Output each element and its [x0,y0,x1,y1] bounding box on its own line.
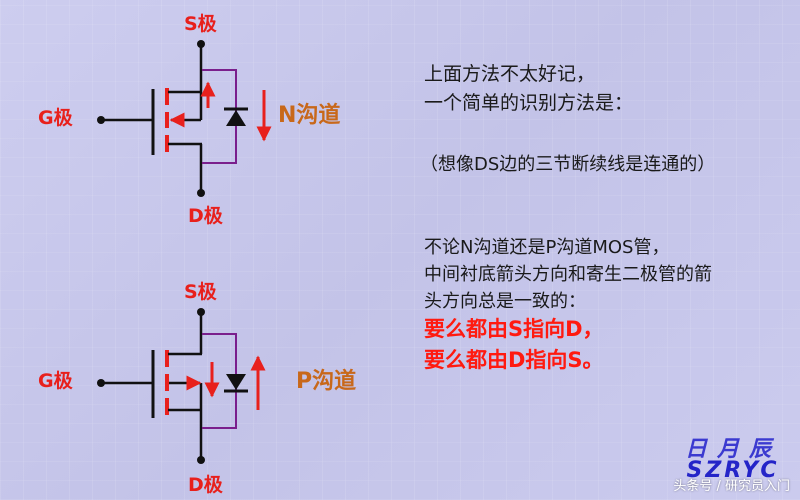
pmos-source-label: S极 [184,280,218,303]
intro-paragraph: 上面方法不太好记， 一个简单的识别方法是： [424,60,633,118]
nmos-gate-label: G极 [38,106,74,129]
emphasis-line-2: 要么都由D指向S。 [424,348,604,372]
watermark-logo: 日月辰 SZRYC [672,438,794,482]
pmos-channel-label: P沟道 [296,368,356,394]
watermark-logo-en: SZRYC [686,458,780,483]
intro-line-1: 上面方法不太好记， [424,63,596,85]
emphasis-paragraph: 要么都由S指向D， 要么都由D指向S。 [424,314,604,376]
pmos-drain-label: D极 [188,473,224,496]
nmos-drain-terminal [197,189,205,197]
pmos-diode-triangle [226,374,246,390]
pmos-symbol: S极 G极 D极 P沟道 [38,280,356,496]
watermark-source: 头条号 / 研究员入门 [673,479,790,494]
rule-line-1: 不论N沟道还是P沟道MOS管， [424,237,670,258]
watermark-logo-cn: 日月辰 [684,436,781,462]
nmos-drain-label: D极 [188,204,224,227]
rule-line-2: 中间衬底箭头方向和寄生二极管的箭 [424,264,712,285]
rule-line-3: 头方向总是一致的： [424,291,586,312]
intro-line-2: 一个简单的识别方法是： [424,92,634,114]
nmos-symbol: S极 G极 D极 N沟道 [38,12,340,227]
rule-paragraph: 不论N沟道还是P沟道MOS管， 中间衬底箭头方向和寄生二极管的箭 头方向总是一致… [424,234,712,315]
nmos-channel-label: N沟道 [278,102,340,128]
nmos-source-label: S极 [184,12,218,35]
note-line: （想像DS边的三节断续线是连通的） [420,154,716,175]
pmos-drain-terminal [197,456,205,464]
emphasis-line-1: 要么都由S指向D， [424,317,604,341]
nmos-diode-triangle [226,110,246,126]
pmos-gate-label: G极 [38,369,74,392]
